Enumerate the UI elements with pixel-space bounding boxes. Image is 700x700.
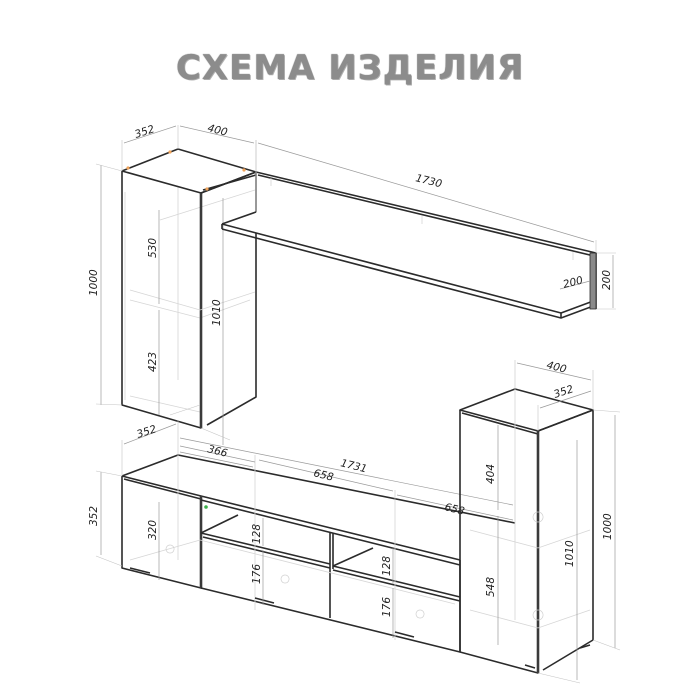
- dim-wall-cabinet-inner-height: 1010: [211, 299, 223, 326]
- dim-tv-stand-depth: 352: [135, 423, 158, 441]
- dim-wall-cabinet-height: 1000: [88, 269, 100, 296]
- wall-cabinet: [95, 125, 257, 445]
- dim-tall-cabinet-upper-section: 404: [485, 464, 497, 484]
- dim-tv-stand-drawer-2: 176: [381, 597, 393, 617]
- dim-shelf-length: 1730: [414, 172, 443, 190]
- dim-wall-cabinet-depth: 352: [133, 123, 156, 141]
- dim-tv-stand-height: 352: [88, 506, 100, 526]
- dim-tall-cabinet-width: 400: [545, 359, 568, 376]
- dim-tall-cabinet-depth: 352: [552, 383, 575, 401]
- diagram-title: СХЕМА ИЗДЕЛИЯ: [175, 48, 525, 88]
- dim-tv-stand-niche-1: 128: [251, 524, 263, 544]
- dim-tv-stand-left-section: 366: [206, 443, 229, 460]
- dim-tall-cabinet-height: 1000: [602, 513, 614, 540]
- dim-shelf-height: 200: [601, 270, 613, 290]
- tall-cabinet: [459, 360, 621, 684]
- dim-shelf-depth: 200: [562, 274, 585, 291]
- wall-shelf: [221, 140, 616, 319]
- dim-tv-stand-section-1: 658: [312, 467, 335, 484]
- dim-tall-cabinet-inner-height: 1010: [564, 540, 576, 567]
- dim-tv-stand-left-door-height: 320: [147, 520, 159, 540]
- tv-stand: [95, 420, 516, 653]
- dim-wall-cabinet-width: 400: [206, 122, 229, 139]
- dim-tv-stand-drawer-1: 176: [251, 564, 263, 584]
- dim-tall-cabinet-lower-section: 548: [485, 577, 497, 597]
- dim-tv-stand-niche-2: 128: [381, 556, 393, 576]
- dim-wall-cabinet-lower-section: 423: [147, 352, 159, 372]
- dim-wall-cabinet-upper-section: 530: [147, 238, 159, 258]
